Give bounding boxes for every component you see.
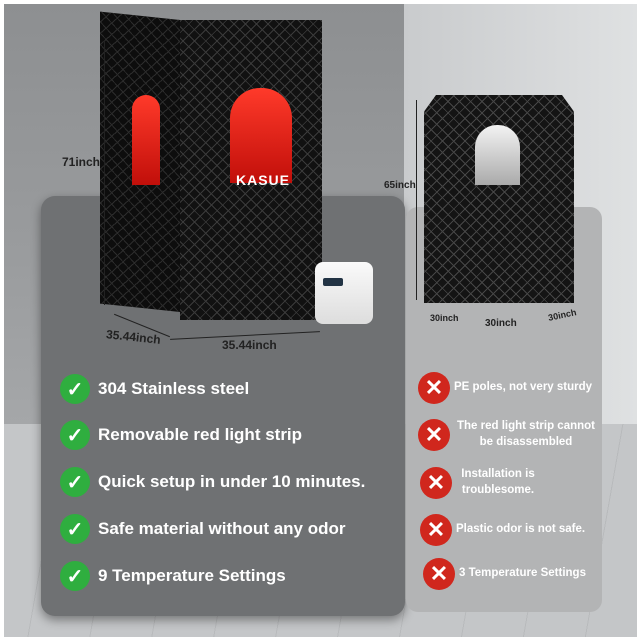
brand-logo: KASUE [236,172,291,188]
con-text: 3 Temperature Settings [459,567,586,580]
pro-item: ✓ Safe material without any odor [60,514,346,544]
width-label: 35.44inch [222,338,277,352]
competitor-window [475,125,520,185]
pro-text: Removable red light strip [98,425,303,444]
check-icon: ✓ [60,514,90,544]
red-light-window [230,88,292,183]
cross-icon: ✕ [420,467,452,499]
pro-item: ✓ 304 Stainless steel [60,374,249,404]
pro-text: Safe material without any odor [98,519,346,538]
steamer-machine [315,262,373,324]
check-icon: ✓ [60,420,90,450]
red-light-window [132,95,160,185]
kasue-tent-front [180,20,322,320]
cross-icon: ✕ [418,419,450,451]
con-item: ✕ PE poles, not very sturdy [418,372,592,404]
cross-icon: ✕ [418,372,450,404]
con-text: PE poles, not very sturdy [454,381,593,394]
con-text: Plastic odor is not safe. [456,523,586,536]
height-label-2: 65inch [384,180,416,191]
pro-item: ✓ Removable red light strip [60,420,302,450]
competitor-tent [424,95,574,303]
pro-item: ✓ 9 Temperature Settings [60,561,286,591]
cross-icon: ✕ [423,558,455,590]
con-item: ✕ Plastic odor is not safe. [420,514,585,546]
side-label: 30inch [430,313,459,323]
check-icon: ✓ [60,374,90,404]
pro-text: 9 Temperature Settings [98,566,286,585]
height-label: 71inch [62,155,101,169]
con-item: ✕ 3 Temperature Settings [423,558,586,590]
con-item: ✕ Installation is troublesome. [420,467,540,499]
cross-icon: ✕ [420,514,452,546]
pro-text: 304 Stainless steel [98,379,250,398]
con-item: ✕The red light strip cannot be disassemb… [418,419,598,451]
check-icon: ✓ [60,467,90,497]
front-label: 30inch [485,318,517,329]
pro-item: ✓ Quick setup in under 10 minutes. [60,467,365,497]
check-icon: ✓ [60,561,90,591]
con-text: The red light strip cannot be disassembl… [456,420,595,448]
con-text: Installation is troublesome. [461,468,535,496]
pro-text: Quick setup in under 10 minutes. [98,472,366,491]
